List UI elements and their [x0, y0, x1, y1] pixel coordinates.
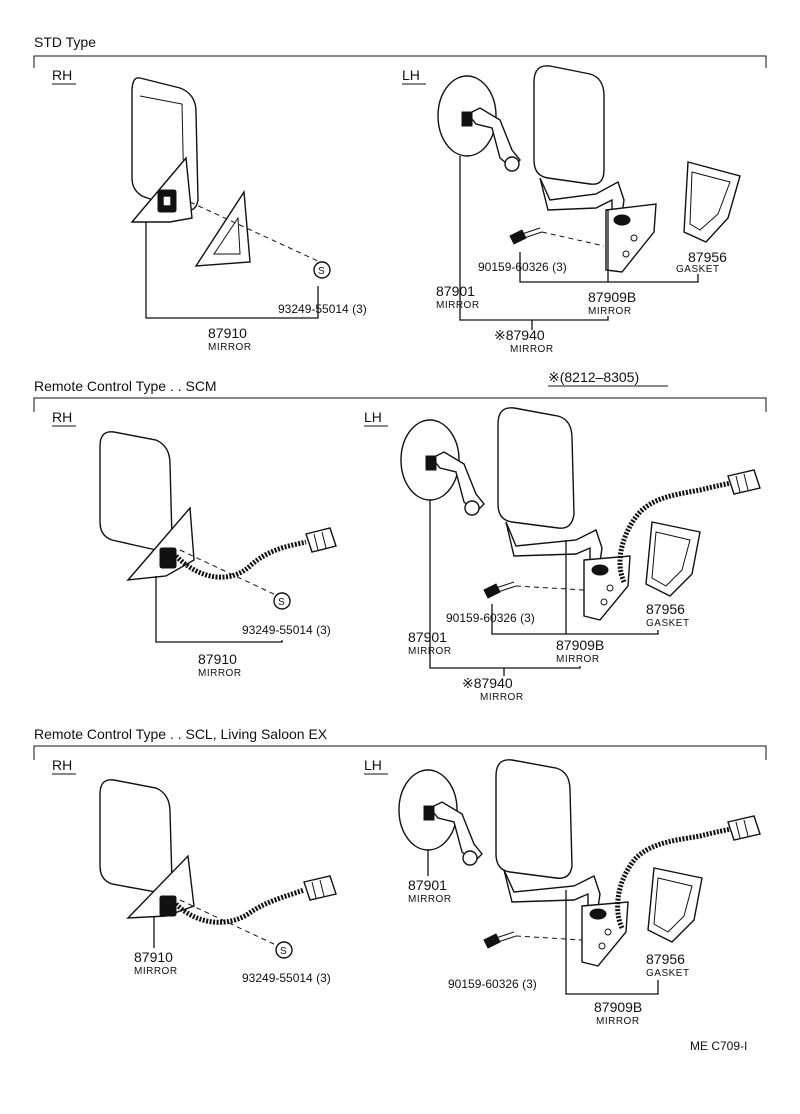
rh-mirror-part-number: 87910 — [134, 949, 173, 965]
lh-total-part-number: ※87940 — [462, 675, 513, 691]
section-bracket — [33, 397, 767, 412]
svg-text:S: S — [280, 946, 287, 957]
lh-connector-illustration — [727, 469, 761, 495]
lh-gasket-name: GASKET — [646, 968, 690, 979]
lh-bracket-illustration — [605, 203, 657, 273]
lh-bolt-illustration — [483, 931, 517, 949]
rh-gasket-illustration — [194, 189, 251, 267]
lh-cable-illustration — [615, 825, 737, 930]
lh-total-name: MIRROR — [480, 692, 524, 703]
rh-mirror-name: MIRROR — [198, 668, 242, 679]
rh-screw-symbol: S — [275, 941, 293, 959]
rh-screw-symbol: S — [273, 592, 291, 610]
lh-bolt-part-number: 90159-60326 (3) — [446, 611, 535, 625]
lh-bolt-illustration — [483, 581, 517, 599]
rh-bracket-line — [145, 222, 319, 319]
section-remote-scm: ※(8212–8305) Remote Control Type . . SCM… — [33, 369, 767, 703]
lh-cable-illustration — [617, 479, 737, 584]
lh-total-part-number: ※87940 — [494, 327, 545, 343]
lh-mirror-part-number: 87901 — [408, 629, 447, 645]
lh-bracket-illustration — [583, 555, 631, 621]
lh-connector-illustration — [727, 815, 761, 841]
lh-mirror-body-illustration — [533, 65, 625, 215]
lh-mirror-name: MIRROR — [408, 894, 452, 905]
lh-assy-part-number: 87909B — [594, 999, 642, 1015]
section-bracket — [33, 745, 767, 760]
lh-bracket-illustration — [581, 901, 629, 967]
lh-mirror-name: MIRROR — [436, 300, 480, 311]
rh-label: RH — [52, 67, 72, 83]
lh-assy-bracket-line — [519, 252, 699, 283]
rh-mirror-part-number: 87910 — [208, 325, 247, 341]
lh-round-mirror-illustration — [398, 769, 483, 866]
section-bracket — [33, 55, 767, 68]
rh-screw-part-number: 93249-55014 (3) — [242, 971, 331, 985]
lh-assy-name: MIRROR — [556, 654, 600, 665]
rh-bracket-line — [155, 576, 283, 643]
lh-gasket-name: GASKET — [676, 264, 720, 275]
lh-bolt-part-number: 90159-60326 (3) — [448, 977, 537, 991]
lh-gasket-name: GASKET — [646, 618, 690, 629]
lh-total-bracket-line — [429, 500, 581, 669]
lh-assy-name: MIRROR — [588, 306, 632, 317]
rh-screw-symbol: S — [313, 261, 331, 279]
lh-mirror-part-number: 87901 — [436, 283, 475, 299]
rh-mirror-illustration — [130, 77, 199, 223]
rh-label: RH — [52, 409, 72, 425]
rh-screw-leader — [179, 899, 279, 947]
lh-bolt-leader — [515, 585, 585, 591]
lh-gasket-illustration — [647, 867, 703, 943]
lh-assy-name: MIRROR — [596, 1016, 640, 1027]
lh-mirror-part-number: 87901 — [408, 877, 447, 893]
lh-gasket-illustration — [683, 161, 741, 243]
page-code: ME C709-I — [690, 1039, 747, 1053]
lh-round-mirror-illustration — [437, 75, 521, 172]
lh-gasket-illustration — [645, 521, 701, 597]
section-title: STD Type — [34, 34, 96, 50]
rh-mirror-illustration — [99, 431, 337, 581]
lh-total-bracket-line — [459, 156, 609, 321]
lh-total-name: MIRROR — [510, 344, 554, 355]
lh-round-mirror-illustration — [400, 419, 485, 516]
rh-screw-part-number: 93249-55014 (3) — [278, 302, 367, 316]
lh-bolt-part-number: 90159-60326 (3) — [478, 260, 567, 274]
section-title: Remote Control Type . . SCM — [34, 378, 217, 394]
rh-screw-leader — [179, 549, 279, 597]
lh-gasket-part-number: 87956 — [646, 951, 685, 967]
lh-assy-part-number: 87909B — [588, 289, 636, 305]
lh-mirror-body-illustration — [495, 759, 601, 909]
lh-label: LH — [364, 409, 382, 425]
lh-assy-part-number: 87909B — [556, 637, 604, 653]
lh-label: LH — [402, 67, 420, 83]
lh-gasket-part-number: 87956 — [688, 249, 727, 265]
lh-assy-bracket-line — [565, 890, 659, 995]
lh-bolt-leader — [515, 935, 583, 941]
rh-label: RH — [52, 757, 72, 773]
lh-mirror-body-illustration — [497, 407, 603, 563]
lh-bolt-leader — [541, 231, 605, 247]
rh-mirror-name: MIRROR — [208, 342, 252, 353]
date-range: ※(8212–8305) — [548, 369, 639, 385]
section-std-type: STD Type RH LH S 93249-55014 (3) 87910 M… — [33, 34, 767, 355]
lh-label: LH — [364, 757, 382, 773]
lh-bolt-illustration — [509, 227, 543, 245]
rh-mirror-part-number: 87910 — [198, 651, 237, 667]
rh-mirror-name: MIRROR — [134, 966, 178, 977]
section-title: Remote Control Type . . SCL, Living Salo… — [34, 726, 328, 742]
rh-screw-part-number: 93249-55014 (3) — [242, 623, 331, 637]
section-remote-scl: Remote Control Type . . SCL, Living Salo… — [33, 726, 767, 1027]
rh-mirror-illustration — [99, 779, 337, 925]
svg-text:S: S — [318, 266, 325, 277]
lh-assy-bracket-line — [491, 604, 659, 635]
svg-text:S: S — [278, 597, 285, 608]
rh-screw-leader — [189, 201, 321, 263]
lh-gasket-part-number: 87956 — [646, 601, 685, 617]
